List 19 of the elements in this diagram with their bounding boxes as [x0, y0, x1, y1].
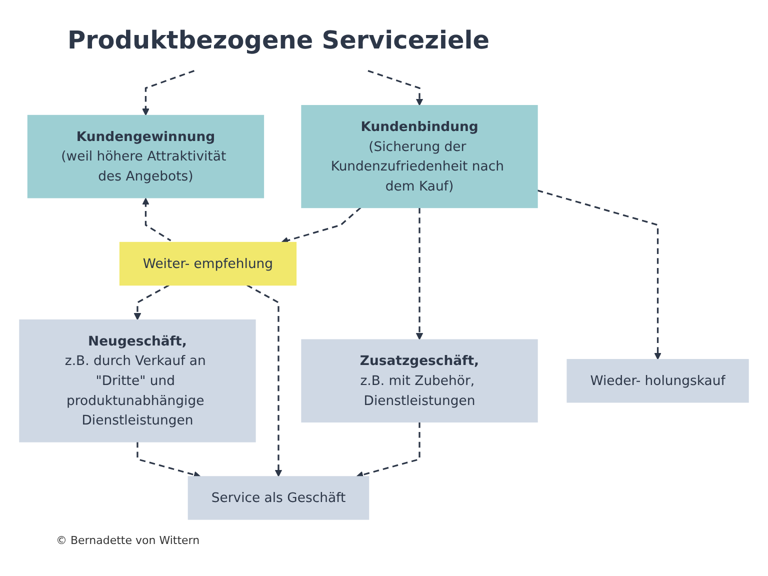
node-box: Zusatzgeschäft, z.B. mit Zubehör, Dienstleistungen — [301, 339, 538, 422]
arrow — [246, 284, 282, 477]
node-box: Wieder- holungskauf — [566, 359, 749, 403]
node-box: Kundenbindung (Sicherung der Kundenzufriedenheit nach dem Kauf) — [301, 105, 538, 208]
arrow — [368, 70, 424, 106]
copyright-note: © Bernadette von Wittern — [56, 534, 200, 547]
arrow — [142, 70, 194, 116]
arrow — [537, 190, 662, 360]
arrow — [416, 208, 424, 340]
node-box: Service als Geschäft — [188, 476, 370, 520]
arrow — [142, 198, 172, 242]
arrow — [134, 284, 170, 320]
arrow — [136, 442, 201, 478]
arrow — [281, 207, 362, 244]
node-text: Produktbezogene Serviceziele — [67, 26, 490, 56]
node-box: Kundengewinnung (weil höhere Attraktivität des Angebots) — [27, 114, 264, 198]
arrow — [356, 422, 420, 478]
node-box: Neugeschäft, z.B. durch Verkauf an "Dritte" und produktunabhängige Dienstleistungen — [19, 319, 256, 442]
node-box: Weiter- empfehlung — [119, 242, 297, 286]
